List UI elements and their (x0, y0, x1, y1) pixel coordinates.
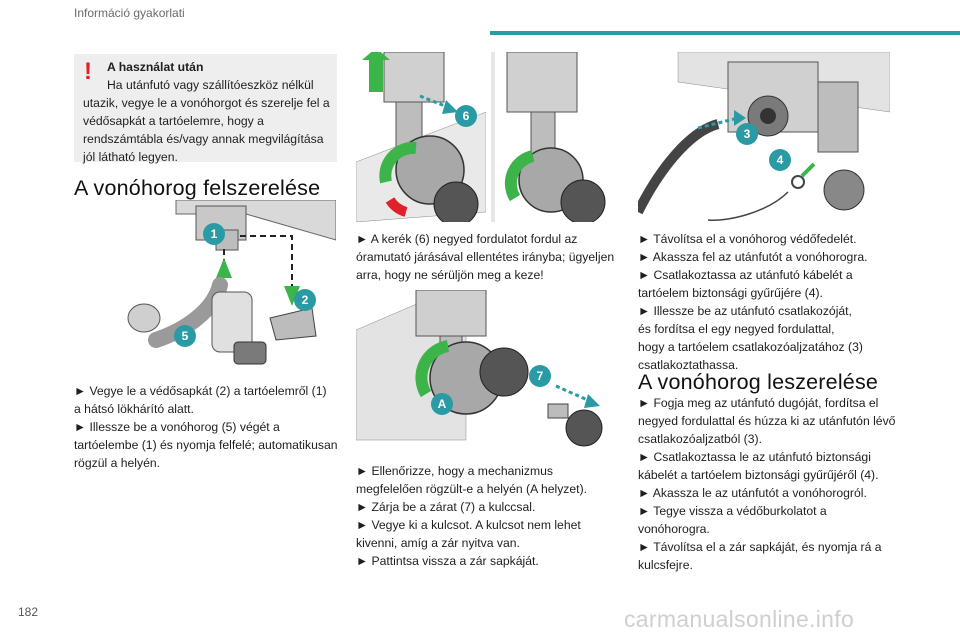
text-line: és fordítsa el egy negyed fordulattal, (638, 322, 835, 336)
text-line: csatlakoztathassa. (638, 358, 739, 372)
section-title-unmount: A vonóhorog leszerelése (638, 370, 879, 394)
text-line: kulcsfejre. (638, 558, 693, 572)
text-line: rögzül a helyén. (74, 456, 161, 470)
figure-wheel-turn: 6 (356, 52, 486, 222)
text-line: negyed fordulattal és húzza ki az utánfu… (638, 414, 896, 428)
text-line: ► Akassza fel az utánfutót a vonóhorogra… (638, 250, 868, 264)
text-line: ► Ellenőrizze, hogy a mechanizmus (356, 464, 553, 478)
text-line: ► Vegye le a védősapkát (2) a tartóelemr… (74, 384, 327, 398)
text-line: csatlakozóaljzatból (3). (638, 432, 762, 446)
warning-icon: ! (84, 58, 92, 85)
text-line: ► Tegye vissza a védőburkolatot a (638, 504, 827, 518)
col3-text-b: ► Fogja meg az utánfutó dugóját, fordíts… (638, 394, 928, 574)
col3-text-a: ► Távolítsa el a vonóhorog védőfedelét. … (638, 230, 918, 374)
text-line: vonóhorogra. (638, 522, 710, 536)
text-line: megfelelően rögzült-e a helyén (A helyze… (356, 482, 588, 496)
text-line: ► Illessze be a vonóhorog (5) végét a (74, 420, 280, 434)
watermark: carmanualsonline.info (624, 606, 855, 632)
text-line: ► A kerék (6) negyed fordulatot fordul a… (356, 232, 578, 246)
warning-box: ! A használat után Ha utánfutó vagy szál… (74, 54, 337, 164)
text-line: ► Illessze be az utánfutó csatlakozóját, (638, 304, 852, 318)
text-line: arra, hogy ne sérüljön meg a keze! (356, 268, 544, 282)
text-line: ► Csatlakoztassa az utánfutó kábelét a (638, 268, 853, 282)
figure-divider (491, 52, 495, 222)
callout-1: 1 (211, 227, 218, 241)
text-line: ► Pattintsa vissza a zár sapkáját. (356, 554, 539, 568)
page-header-bar (490, 31, 960, 35)
text-line: hogy a tartóelem csatlakozóaljzatához (3… (638, 340, 863, 354)
col2-text-b: ► Ellenőrizze, hogy a mechanizmus megfel… (356, 462, 626, 570)
text-line: kábelét a tartóelem biztonsági gyűrűjérő… (638, 468, 879, 482)
callout-5: 5 (182, 329, 189, 343)
callout-6: 6 (463, 109, 470, 123)
page-number: 182 (18, 605, 39, 619)
text-line: ► Távolítsa el a zár sapkáját, és nyomja… (638, 540, 882, 554)
page-header-title: Információ gyakorlati (74, 6, 185, 20)
text-line: ► Vegye ki a kulcsot. A kulcsot nem lehe… (356, 518, 581, 532)
text-line: tartóelem biztonsági gyűrűjére (4). (638, 286, 823, 300)
figure-lock-key: 7 A (356, 290, 606, 450)
section-title-mount: A vonóhorog felszerelése (74, 176, 321, 200)
figure-wheel-turned (497, 52, 617, 222)
text-line: óramutató járásával ellentétes irányba; … (356, 250, 615, 264)
col2-text-a: ► A kerék (6) negyed fordulatot fordul a… (356, 230, 622, 284)
text-line: kivenni, amíg a zár nyitva van. (356, 536, 520, 550)
figure-mount-hook: 1 2 5 (116, 200, 336, 372)
text-line: ► Távolítsa el a vonóhorog védőfedelét. (638, 232, 857, 246)
callout-A: A (438, 397, 447, 411)
text-line: ► Fogja meg az utánfutó dugóját, fordíts… (638, 396, 879, 410)
warning-title: A használat után (107, 60, 204, 74)
warning-body: Ha utánfutó vagy szállítóeszköz nélkül u… (83, 78, 330, 164)
text-line: tartóelembe (1) és nyomja felfelé; autom… (74, 438, 338, 452)
text-line: ► Csatlakoztassa le az utánfutó biztonsá… (638, 450, 871, 464)
callout-7: 7 (537, 369, 544, 383)
figure-trailer-connector: 3 4 (638, 52, 890, 222)
callout-3: 3 (744, 127, 751, 141)
text-line: ► Akassza le az utánfutót a vonóhorogról… (638, 486, 867, 500)
text-line: ► Zárja be a zárat (7) a kulccsal. (356, 500, 536, 514)
callout-4: 4 (777, 153, 784, 167)
col1-text: ► Vegye le a védősapkát (2) a tartóelemr… (74, 382, 340, 472)
callout-2: 2 (302, 293, 309, 307)
text-line: a hátsó lökhárító alatt. (74, 402, 194, 416)
